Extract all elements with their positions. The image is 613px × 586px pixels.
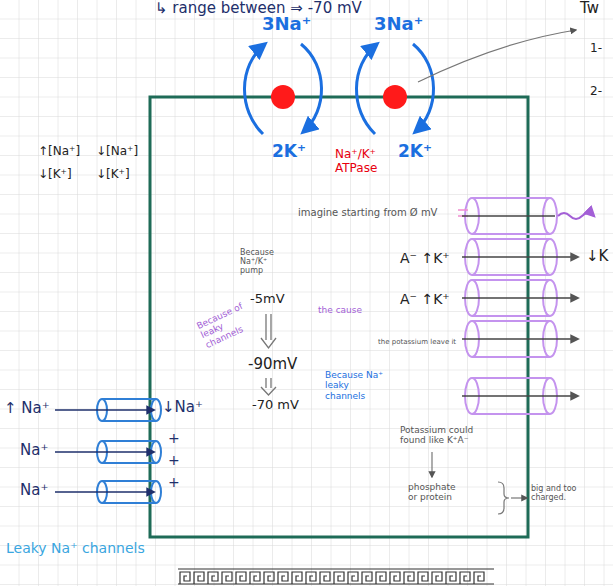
na-k-pump (356, 44, 433, 134)
bracket (498, 482, 509, 514)
k-efflux-arrows (462, 216, 578, 396)
ion-label: 2K⁺ (398, 142, 432, 162)
note-text: imagine starting from Ø mV (298, 207, 437, 219)
note-text: the potassium leave it (378, 338, 456, 346)
list-number: 1- (590, 42, 602, 56)
na-leak-channels (97, 399, 161, 503)
leader-line (431, 452, 432, 477)
ion-label: Na⁺ (20, 442, 48, 459)
ion-label: 3Na⁺ (374, 14, 423, 35)
concentration-note: ↓[K⁺] (38, 168, 72, 182)
cell: 2K⁺ Na⁺/K⁺ ATPase 2K⁺ imagine starting from… (150, 97, 528, 537)
note-text: Potassium could found like K⁺A⁻ (400, 425, 500, 446)
voltage-value: -90mV (248, 356, 297, 373)
na-k-pump (244, 44, 321, 134)
heading-note: Tw (580, 0, 599, 17)
leader-line (511, 497, 527, 498)
heading-note: ↳ range between ⇒ -70 mV (155, 0, 362, 17)
ion-label: Na⁺ (20, 482, 48, 499)
wave-arrow (558, 213, 594, 219)
equals-mark (458, 210, 468, 216)
concentration-note: ↑[Na⁺] (38, 145, 80, 159)
k-leak-channels (465, 198, 557, 414)
ion-label: ↑ Na⁺ (4, 400, 50, 417)
ion-label: A⁻ ↑K⁺ (400, 291, 450, 307)
list-number: 2- (590, 85, 602, 99)
note-text: Because Na⁺ leaky channels (325, 370, 391, 401)
charge-sign: + (168, 430, 180, 446)
channel-caption: Leaky Na⁺ channels (6, 540, 145, 556)
note-text: the cause (318, 305, 362, 315)
charge-sign: + (168, 452, 180, 468)
greek-key-border (178, 569, 494, 584)
ion-label: 3Na⁺ (262, 14, 311, 35)
concentration-note: ↓[K⁺] (96, 168, 130, 182)
voltage-value: -5mV (250, 292, 285, 307)
ion-label: 2K⁺ (272, 142, 306, 162)
charge-sign: + (168, 474, 180, 490)
note-text: Because Na⁺/K⁺ pump (240, 248, 284, 276)
note-text: big and too charged. (531, 484, 593, 502)
voltage-value: -70 mV (252, 398, 299, 413)
ion-label: A⁻ ↑K⁺ (400, 250, 450, 266)
pump-name: Na⁺/K⁺ ATPase (335, 148, 389, 176)
note-text: phosphate or protein (408, 482, 466, 503)
concentration-note: ↓[Na⁺] (96, 145, 138, 159)
step-arrows (261, 314, 276, 395)
ion-label: ↓K (586, 248, 608, 265)
leader-line (418, 30, 576, 82)
na-influx-arrows (55, 410, 154, 492)
ion-label: ↓Na⁺ (162, 399, 203, 416)
cell-outline (150, 97, 528, 537)
note-text: Because of leaky channels (195, 296, 264, 350)
